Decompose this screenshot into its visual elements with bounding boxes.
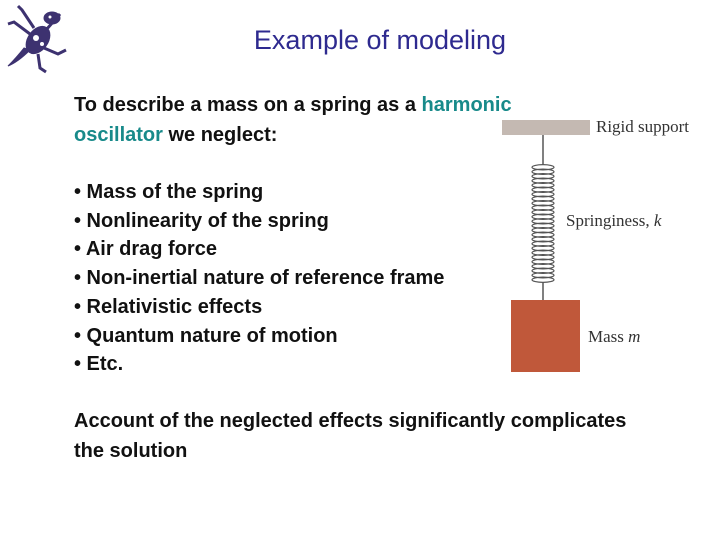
spring-coil [531, 195, 555, 202]
spring-coil [531, 227, 555, 234]
spring-coil [531, 272, 555, 279]
intro-text-end: we neglect: [162, 124, 278, 146]
list-item: • Relativistic effects [74, 295, 263, 318]
list-item: • Etc. [74, 353, 124, 376]
mass-block [511, 300, 580, 372]
list-item: • Quantum nature of motion [74, 324, 338, 347]
spring-coil [531, 182, 555, 189]
intro-text-start: To describe a mass on a spring as a [74, 94, 422, 116]
intro-text: To describe a mass on a spring as a harm… [74, 90, 634, 150]
list-item: • Non-inertial nature of reference frame [74, 267, 445, 290]
mass-text: Mass [588, 327, 628, 346]
spring-coil [531, 267, 555, 274]
harmonic-highlight: harmonic [421, 94, 512, 116]
spring-coil [531, 254, 555, 261]
spring-coil [531, 177, 555, 184]
spring-coil [531, 209, 555, 216]
mass-label: Mass m [588, 327, 640, 346]
spring-coil [531, 263, 555, 270]
mass-symbol: m [628, 327, 640, 346]
spring-coil [531, 186, 555, 193]
lizard-logo-icon [7, 4, 67, 74]
spring-coil [531, 276, 555, 283]
spring-coil [531, 258, 555, 265]
springiness-label: Springiness, k [566, 211, 662, 230]
conclusion-text: Account of the neglected effects signifi… [74, 410, 627, 462]
spring-coil [531, 204, 555, 211]
spring-coil [531, 231, 555, 238]
spring-constant-symbol: k [654, 211, 662, 230]
spring-coil [531, 218, 555, 225]
spring-coil [531, 245, 555, 252]
spring-coil [531, 164, 555, 171]
spring-coil [531, 173, 555, 180]
spring-coil [531, 168, 555, 175]
spring-coil [531, 222, 555, 229]
spring-coil [531, 200, 555, 207]
oscillator-highlight: oscillator [74, 124, 163, 146]
spring-coil [531, 249, 555, 256]
spring-coil [531, 240, 555, 247]
list-item: • Air drag force [74, 238, 217, 261]
spring-coils [531, 164, 555, 283]
list-item: • Nonlinearity of the spring [74, 209, 329, 232]
slide-title: Example of modeling [253, 25, 507, 55]
spring-coil [531, 236, 555, 243]
springiness-text: Springiness, [566, 211, 654, 230]
spring-coil [531, 213, 555, 220]
list-item: • Mass of the spring [74, 181, 264, 203]
neglected-effects-list: • Mass of the spring • Nonlinearity of t… [74, 178, 444, 379]
spring-coil [531, 191, 555, 198]
